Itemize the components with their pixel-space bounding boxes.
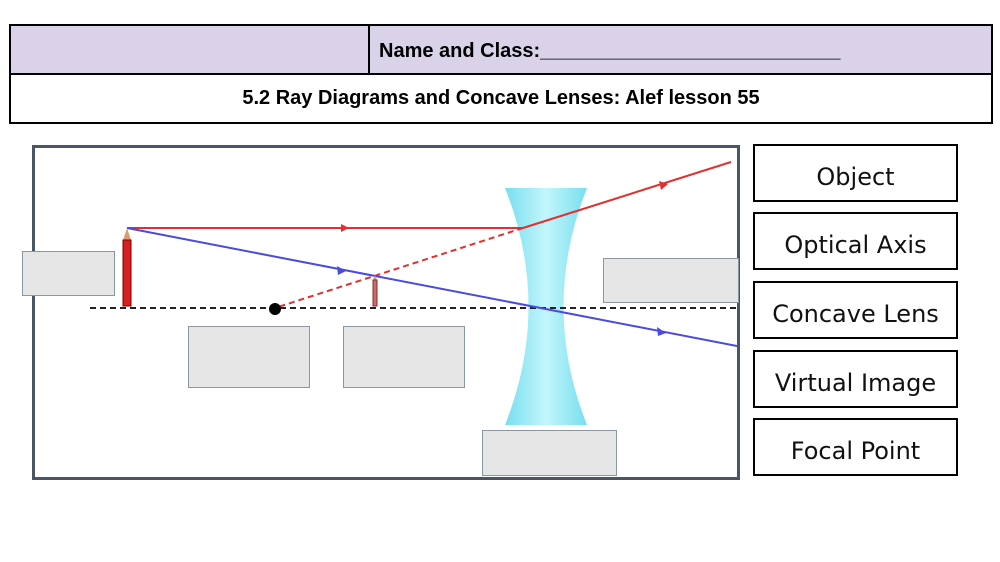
label-card-focal-point[interactable]: Focal Point [753,418,958,476]
drop-box-object[interactable] [22,251,115,296]
drop-box-optical-axis[interactable] [603,258,739,303]
blue-ray-arrow-2 [657,327,666,336]
red-ray-outgoing-arrow [659,181,668,190]
lesson-title: 5.2 Ray Diagrams and Concave Lenses: Ale… [242,87,760,109]
drop-box-virtual-image[interactable] [343,326,465,388]
header-name-row: Name and Class:_________________________… [11,26,991,75]
label-card-optical-axis[interactable]: Optical Axis [753,212,958,270]
header-title-row: 5.2 Ray Diagrams and Concave Lenses: Ale… [11,75,991,122]
header-table: Name and Class:_________________________… [9,24,993,124]
name-and-class-field: Name and Class:_________________________… [379,40,841,62]
red-ray-arrow [341,224,349,232]
object-pencil [122,228,132,307]
ray-diagram-frame [32,145,740,480]
header-divider [368,26,370,75]
blue-ray-arrow-1 [337,266,346,275]
drop-box-focal-point[interactable] [188,326,310,388]
label-card-object[interactable]: Object [753,144,958,202]
red-ray-outgoing [522,161,732,229]
ray-diagram [90,161,737,425]
drop-box-concave-lens[interactable] [482,430,617,476]
concave-lens-shape [505,188,587,425]
label-card-virtual-image[interactable]: Virtual Image [753,350,958,408]
label-card-concave-lens[interactable]: Concave Lens [753,281,958,339]
focal-point-dot [269,303,281,315]
blue-ray [126,227,737,347]
virtual-image-pencil [372,275,378,307]
red-ray-extension [274,227,524,309]
